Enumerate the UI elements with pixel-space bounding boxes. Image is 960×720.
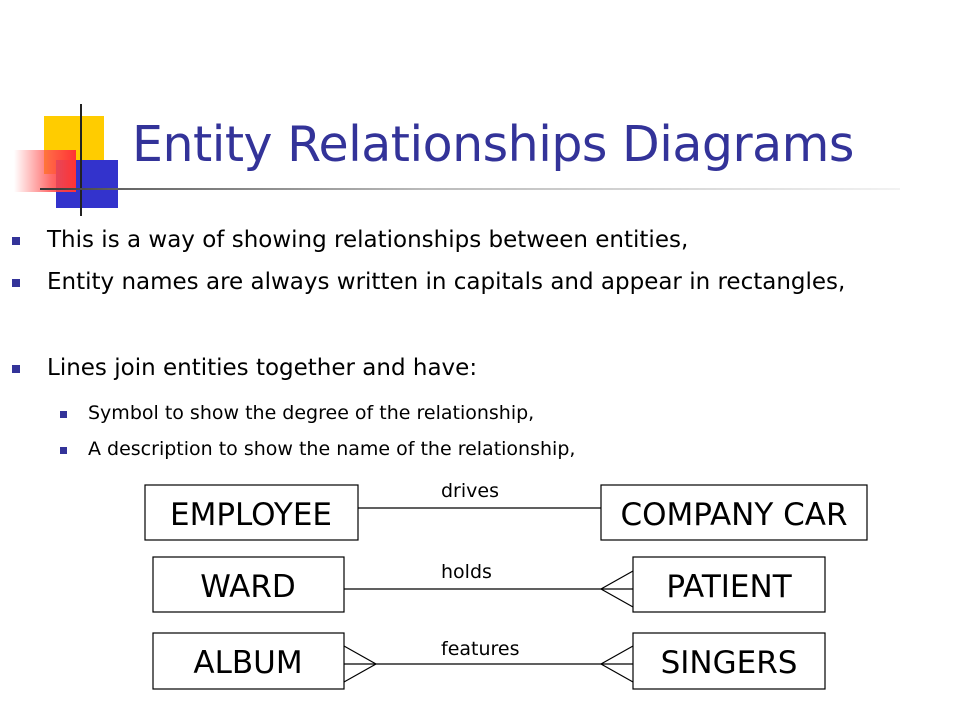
bullet-text: Symbol to show the degree of the relatio… xyxy=(88,402,535,424)
bullet-text: A description to show the name of the re… xyxy=(88,438,576,460)
entity-label-singers: SINGERS xyxy=(661,645,798,681)
entity-box-employee xyxy=(144,484,359,541)
relationship-label-holds: holds xyxy=(441,561,492,583)
entity-box-singers xyxy=(632,632,826,690)
entity-label-album: ALBUM xyxy=(193,645,302,681)
relationship-drives: EMPLOYEE COMPANY CAR drives xyxy=(144,480,868,541)
bullet-square-icon xyxy=(12,365,20,373)
logo-vertical-line xyxy=(80,104,82,216)
entity-box-ward xyxy=(152,556,345,613)
bullet-square-icon xyxy=(60,447,67,454)
relationship-features: ALBUM SINGERS features xyxy=(152,632,826,690)
bullet-item: This is a way of showing relationships b… xyxy=(12,225,927,256)
crows-foot-many-icon xyxy=(599,645,634,683)
bullet-text: Lines join entities together and have: xyxy=(47,355,478,381)
relationship-label-drives: drives xyxy=(441,480,499,502)
bullet-item: Entity names are always written in capit… xyxy=(12,267,877,298)
bullet-square-icon xyxy=(12,279,20,287)
sub-bullet-item: A description to show the name of the re… xyxy=(60,436,928,462)
sub-bullet-item: Symbol to show the degree of the relatio… xyxy=(60,400,928,426)
bullet-item: Lines join entities together and have: xyxy=(12,353,927,384)
bullet-text: This is a way of showing relationships b… xyxy=(47,227,689,253)
decorative-logo xyxy=(0,0,140,230)
entity-label-ward: WARD xyxy=(200,569,296,605)
entity-box-album xyxy=(152,632,345,690)
entity-label-employee: EMPLOYEE xyxy=(170,497,332,533)
bullet-square-icon xyxy=(60,411,67,418)
entity-label-patient: PATIENT xyxy=(666,569,792,605)
entity-box-company-car xyxy=(600,484,868,541)
slide-title: Entity Relationships Diagrams xyxy=(132,116,854,173)
crows-foot-many-icon xyxy=(599,570,634,608)
relationship-holds: WARD PATIENT holds xyxy=(152,556,826,613)
bullet-text: Entity names are always written in capit… xyxy=(47,269,846,295)
title-underline xyxy=(40,188,900,190)
bullet-square-icon xyxy=(12,237,20,245)
entity-box-patient xyxy=(632,556,826,613)
crows-foot-many-icon xyxy=(343,645,378,683)
relationship-label-features: features xyxy=(441,638,520,660)
logo-red-square xyxy=(14,150,76,192)
entity-label-company-car: COMPANY CAR xyxy=(620,497,847,533)
